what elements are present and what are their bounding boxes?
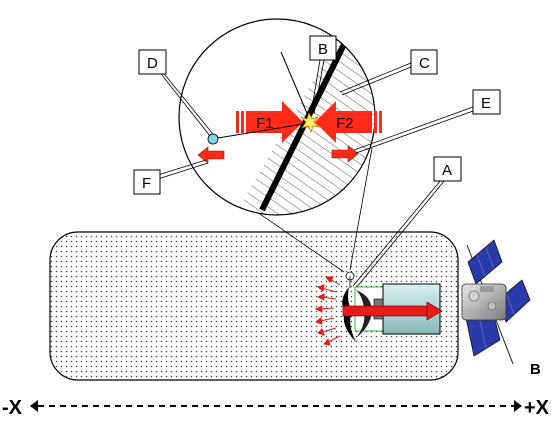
x-axis: -X +X [2, 397, 550, 419]
beam-arrow [342, 305, 428, 317]
plasma-chamber [49, 231, 459, 381]
label-e: E [481, 95, 491, 112]
callout-f: F [133, 159, 209, 195]
force-label-f2: F2 [336, 115, 354, 132]
ejected-particles [314, 276, 341, 346]
callout-b: B [309, 35, 337, 115]
callout-c: C [339, 49, 438, 96]
callout-a: A [352, 156, 462, 289]
label-a: A [442, 162, 452, 179]
zoom-line-right [349, 147, 373, 271]
force-label-f1: F1 [256, 115, 274, 132]
sample-assembly [342, 271, 443, 342]
satellite-icon [461, 239, 531, 365]
axis-label-plus-x: +X [524, 397, 550, 419]
label-d: D [147, 55, 158, 72]
arrow-e [331, 145, 359, 163]
corner-label: B [530, 361, 541, 378]
callout-e: E [353, 89, 501, 154]
callout-d: D [138, 49, 214, 137]
incident-ray [280, 51, 310, 119]
axis-label-minus-x: -X [2, 397, 23, 419]
label-b: B [318, 41, 328, 58]
particle-path [217, 123, 304, 139]
force-arrow-f2: F2 [315, 101, 382, 143]
label-c: C [419, 55, 430, 72]
force-arrow-f1: F1 [236, 101, 303, 143]
magnified-view: F1 F2 [178, 18, 382, 216]
impact-spark-icon [300, 111, 321, 134]
arrow-f [197, 146, 225, 164]
label-f: F [142, 175, 151, 192]
